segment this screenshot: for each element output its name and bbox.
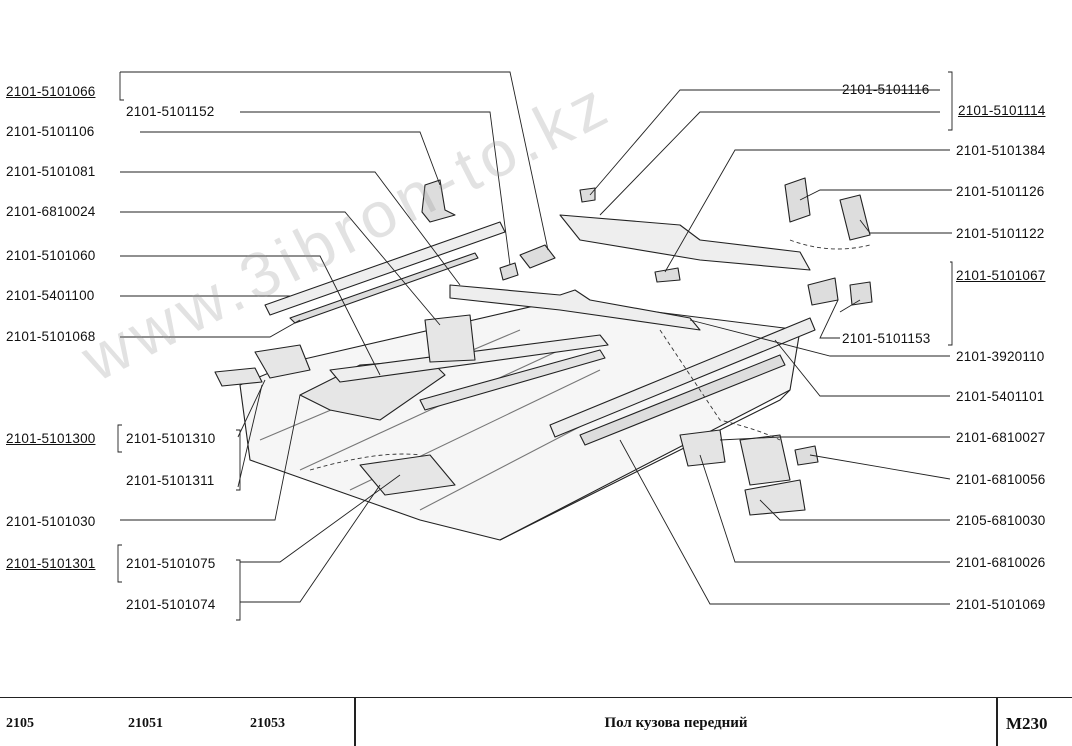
part-label-2101-6810026: 2101-6810026 (956, 555, 1046, 570)
part-label-2101-5101126: 2101-5101126 (956, 184, 1045, 199)
part-label-2101-3920110: 2101-3920110 (956, 349, 1045, 364)
bracket-part (421, 179, 456, 223)
part-label-2101-5101310: 2101-5101310 (126, 431, 216, 446)
part-label-2101-5101114: 2101-5101114 (958, 103, 1046, 118)
front-cross-member-part (559, 214, 811, 271)
title-block: 2105 21051 21053 Пол кузова передний M23… (0, 697, 1072, 746)
part-label-2101-5101153: 2101-5101153 (842, 331, 931, 346)
part-label-2101-5101068: 2101-5101068 (6, 329, 96, 344)
part-label-2101-6810056: 2101-6810056 (956, 472, 1046, 487)
part-label-2101-5101030: 2101-5101030 (6, 514, 96, 529)
part-label-2101-5101311: 2101-5101311 (126, 473, 215, 488)
part-label-2101-5101069: 2101-5101069 (956, 597, 1046, 612)
part-label-2101-5101075: 2101-5101075 (126, 556, 216, 571)
part-label-2101-5101300: 2101-5101300 (6, 431, 96, 446)
part-label-2101-5101066: 2101-5101066 (6, 84, 96, 99)
part-label-2101-5401101: 2101-5401101 (956, 389, 1045, 404)
model-21053: 21053 (250, 716, 285, 731)
sheet-code: M230 (1006, 714, 1048, 733)
divider (354, 698, 356, 746)
sheet-title: Пол кузова передний (604, 715, 748, 731)
part-label-2101-6810024: 2101-6810024 (6, 204, 96, 219)
part-label-2101-5101106: 2101-5101106 (6, 124, 95, 139)
part-label-2101-5101301: 2101-5101301 (6, 556, 96, 571)
right-sill-part (549, 317, 816, 438)
part-label-2101-5101122: 2101-5101122 (956, 226, 1045, 241)
part-label-2101-5101116: 2101-5101116 (842, 82, 930, 97)
parts-diagram (117, 71, 953, 621)
left-sill-part (264, 221, 506, 316)
part-label-2101-5101074: 2101-5101074 (126, 597, 216, 612)
divider (996, 698, 998, 746)
part-label-2105-6810030: 2105-6810030 (956, 513, 1046, 528)
part-label-2101-6810027: 2101-6810027 (956, 430, 1046, 445)
part-label-2101-5101067: 2101-5101067 (956, 268, 1046, 283)
model-21051: 21051 (128, 716, 163, 731)
part-label-2101-5101152: 2101-5101152 (126, 104, 215, 119)
part-label-2101-5101384: 2101-5101384 (956, 143, 1046, 158)
model-2105: 2105 (6, 716, 34, 731)
tunnel-part (299, 359, 446, 421)
part-label-2101-5101060: 2101-5101060 (6, 248, 96, 263)
part-label-2101-5101081: 2101-5101081 (6, 164, 96, 179)
part-label-2101-5401100: 2101-5401100 (6, 288, 95, 303)
cross-member-part (449, 284, 701, 331)
